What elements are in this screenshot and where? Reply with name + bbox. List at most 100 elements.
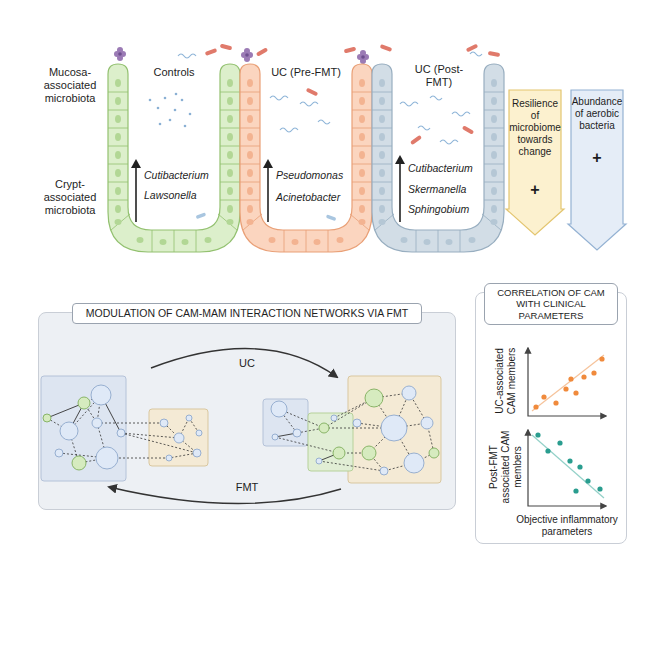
cell-nucleus [227,169,233,177]
circle-shape [319,423,329,433]
network-panel: UCFMTMODULATION OF CAM-MAM INTERACTION N… [38,312,456,510]
cell-nucleus [205,237,212,243]
cell-nucleus [469,237,476,243]
line-shape [532,355,604,411]
cell-border [372,200,392,201]
circle-shape [244,48,250,54]
path-shape [270,96,288,100]
circle-shape [164,97,167,100]
crypt-wall [372,64,504,252]
rect-shape [462,125,474,134]
crypt-outline [372,62,504,254]
direction-arrow [399,162,401,222]
cell-nucleus [379,133,385,141]
cell-nucleus [359,151,365,159]
cell-border [218,214,237,230]
circle-shape [186,415,192,421]
cell-border [220,182,240,183]
circle-shape [166,455,172,461]
cell-nucleus [359,133,365,141]
cell-border [220,110,240,111]
cell-nucleus [379,79,385,87]
cell-nucleus [160,239,167,245]
rect-shape [149,409,208,466]
circle-shape [597,486,602,491]
cell-nucleus [379,219,386,225]
cell-nucleus [247,151,253,159]
crypt-wall [108,64,240,252]
rect-shape [306,88,319,97]
cell-border [240,110,260,111]
trend-arrow: Resilience of microbiome towards change+ [506,90,564,235]
cell-border [416,230,417,252]
cell-nucleus [247,133,253,141]
cell-nucleus [379,169,385,177]
rect-shape [410,135,422,145]
circle-shape [189,113,192,116]
rect-shape [344,47,357,54]
cell-border [372,164,392,165]
circle-shape [272,434,278,440]
cell-nucleus [247,219,254,225]
cell-border [220,200,240,201]
cell-border [438,230,439,252]
genus-name: Skermanella [408,183,482,196]
cell-border [111,214,130,230]
rect-shape [41,376,126,481]
path-shape [470,52,482,56]
crypt-outline [240,62,372,254]
circle-shape [563,386,568,391]
path-shape [280,128,298,132]
genus-name: Lawsonella [144,189,218,202]
path-shape [528,348,606,416]
cell-nucleus [227,133,233,141]
genus-name: Cutibacterium [144,169,218,182]
cell-nucleus [379,205,385,213]
cell-nucleus [491,133,497,141]
cell-border [220,146,240,147]
crypt-outline [108,62,240,254]
circle-shape [591,370,596,375]
rect-shape [205,48,218,56]
cell-nucleus [491,115,497,123]
genus-name: Cutibacterium [408,162,482,175]
crypt-wall [240,64,372,252]
circle-shape [568,376,573,381]
cell-nucleus [269,237,276,243]
cell-border [352,182,372,183]
g-shape [535,432,602,493]
circle-shape [361,55,365,59]
group-label: UC (Pre-FMT) [262,66,350,79]
cell-nucleus [182,239,189,245]
cell-nucleus [359,115,365,123]
cell-nucleus [379,115,385,123]
circle-shape [193,449,201,457]
circle-shape [545,448,550,453]
rect-shape [326,214,337,221]
path-shape [452,112,470,116]
cell-nucleus [227,205,233,213]
circle-shape [169,119,172,122]
cell-border [372,146,392,147]
circle-shape [573,390,578,395]
cell-border [328,230,329,252]
cell-nucleus [446,239,453,245]
crypt-shape: UC (Post-FMT)CutibacteriumSkermanellaSph… [372,62,504,254]
cell-nucleus [491,205,497,213]
cell-nucleus [227,219,234,225]
cell-border [484,128,504,129]
circle-shape [331,415,337,421]
cell-border [484,200,504,201]
g-shape [55,385,433,475]
circle-shape [567,458,572,463]
circle-shape [293,429,301,437]
path-shape [151,349,337,377]
rect-shape [256,47,268,56]
rect-shape [196,212,207,219]
cell-border [243,214,262,230]
cell-border [484,164,504,165]
circle-shape [118,52,122,56]
cell-border [220,92,240,93]
cell-border [484,92,504,93]
correlation-panel: UC-associated CAM membersPost-FMT associ… [475,292,627,544]
